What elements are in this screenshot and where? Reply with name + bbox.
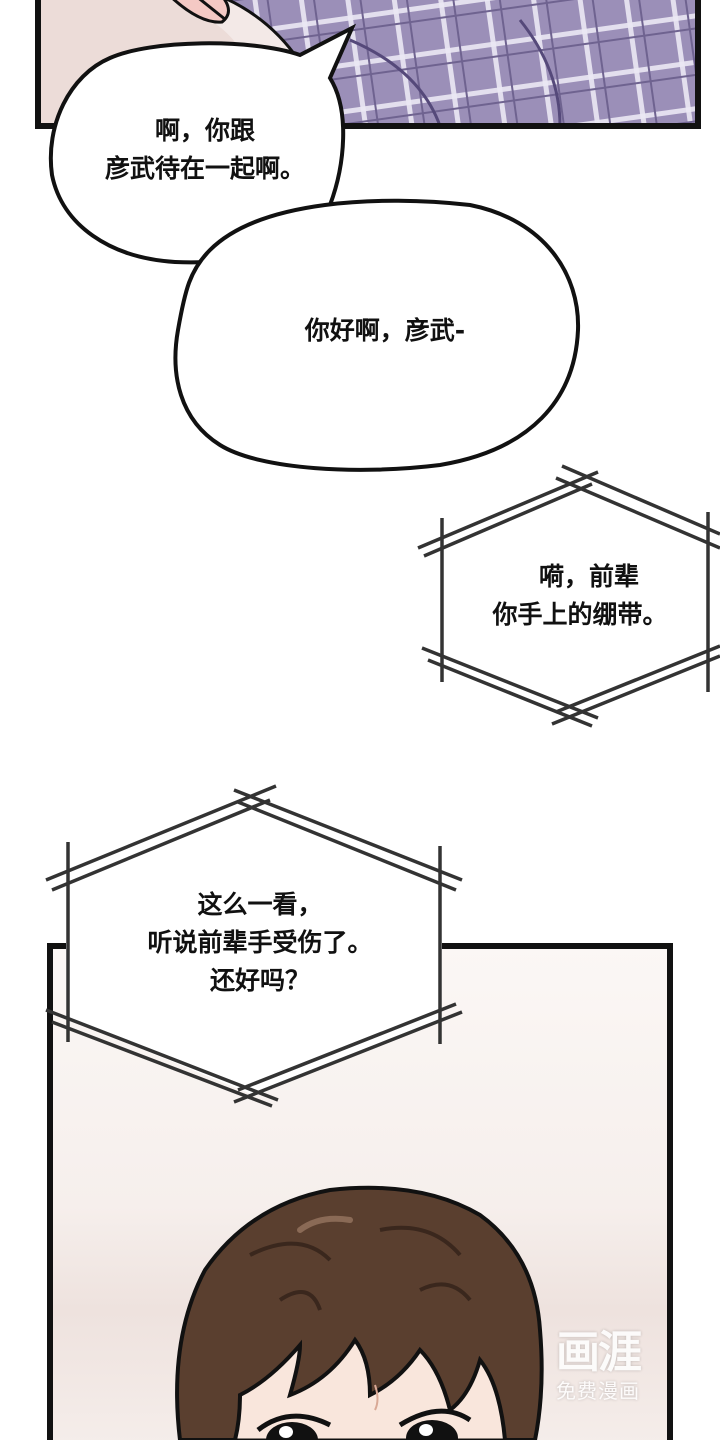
speech-bubble-1-line-1: 啊，你跟 [154, 116, 255, 145]
thought-bubble-2 [45, 784, 463, 1108]
watermark: 画涯 免费漫画 [536, 1328, 660, 1404]
thought-bubble-2-line-1: 这么一看， [197, 890, 323, 919]
thought-bubble-1-line-1: 嗬，前辈 [538, 562, 639, 591]
watermark-logo: 画涯 [556, 1327, 642, 1378]
speech-bubble-2 [173, 198, 581, 472]
thought-bubble-2-line-3: 还好吗？ [209, 966, 310, 995]
watermark-subtitle: 免费漫画 [556, 1379, 640, 1403]
character-head [175, 1185, 544, 1440]
speech-bubble-2-line-1: 你好啊，彦武- [304, 316, 466, 345]
speech-bubble-1-text: 啊，你跟 彦武待在一起啊。 [70, 112, 340, 188]
character-hand [172, 0, 230, 24]
speech-bubble-2-text: 你好啊，彦武- [250, 312, 520, 350]
thought-bubble-2-line-2: 听说前辈手受伤了。 [147, 928, 373, 957]
speech-bubble-1-line-2: 彦武待在一起啊。 [104, 154, 305, 183]
top-panel-border [35, 0, 701, 129]
thought-bubble-1-text: 嗬，前辈 你手上的绷带。 [462, 558, 698, 634]
thought-bubble-2-text: 这么一看， 听说前辈手受伤了。 还好吗？ [100, 886, 420, 1000]
thought-bubble-1-line-2: 你手上的绷带。 [492, 600, 668, 629]
thought-bubble-1 [417, 464, 720, 728]
hair [175, 1185, 544, 1440]
